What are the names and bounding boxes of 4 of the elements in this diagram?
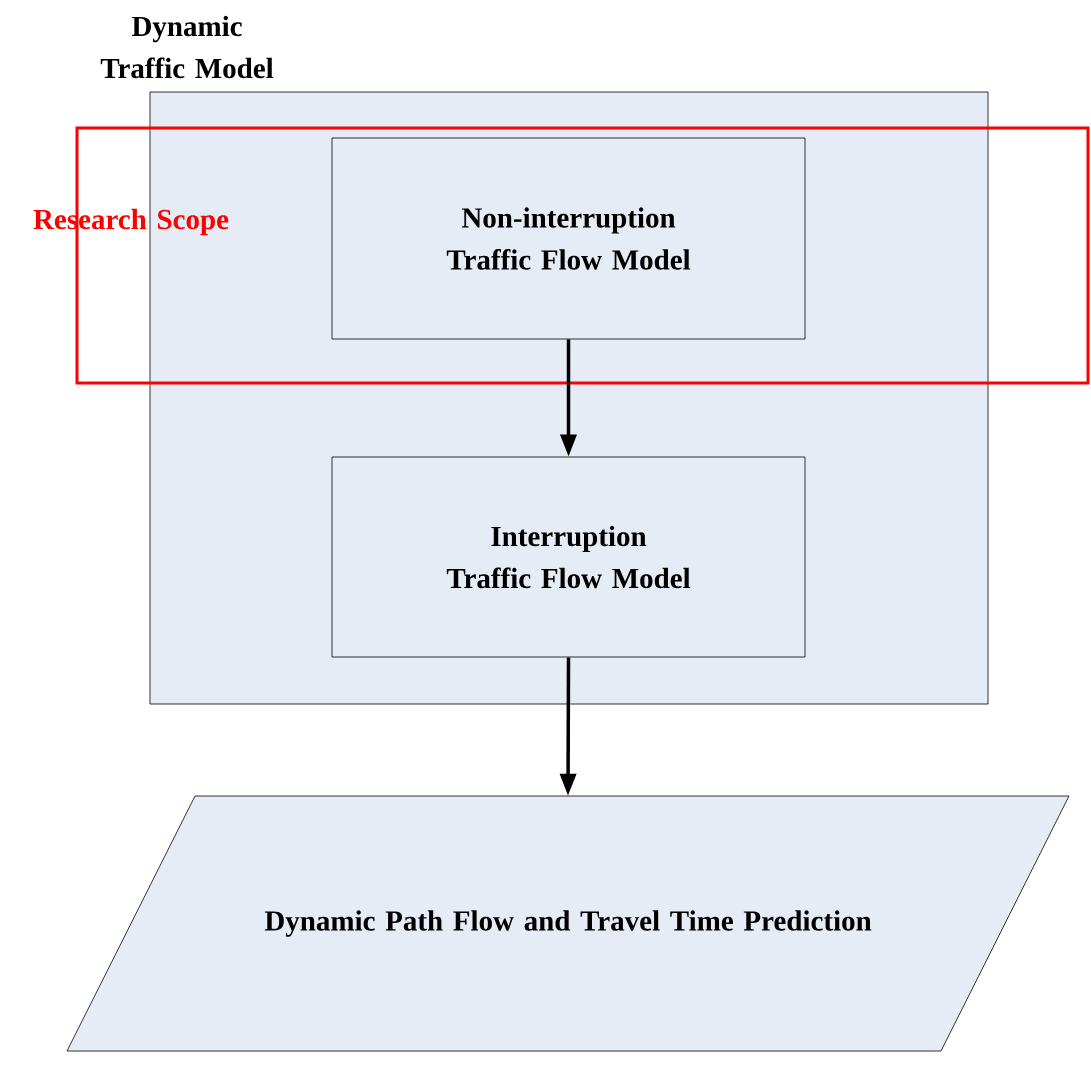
process-box: Interruption Traffic Flow Model bbox=[331, 456, 806, 658]
node-label: Dynamic Traffic Model bbox=[100, 15, 274, 79]
process-box: Non-interruption Traffic Flow Model bbox=[331, 137, 806, 340]
output-parallelogram: Dynamic Path Flow and Travel Time Prediction bbox=[66, 795, 1070, 1052]
